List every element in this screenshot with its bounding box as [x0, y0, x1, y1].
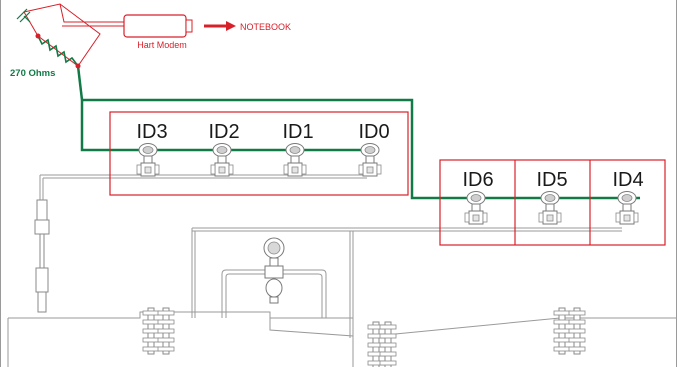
- center-transmitter: [263, 237, 285, 304]
- device-id-label: ID1: [282, 121, 313, 143]
- pressure-transmitter-icon: [283, 143, 307, 177]
- hart-modem-label: Hart Modem: [137, 40, 187, 50]
- arrow-right-icon: [204, 21, 236, 31]
- device-id-label: ID2: [208, 121, 239, 143]
- pipe-flange: [157, 307, 175, 355]
- device-id-label: ID3: [136, 121, 167, 143]
- pipe-flange: [142, 307, 160, 355]
- device-id-label: ID6: [462, 169, 493, 191]
- device-id-label: ID5: [536, 169, 567, 191]
- device-group-right: [439, 159, 666, 246]
- pressure-transmitter-icon: [136, 143, 160, 177]
- pressure-transmitter-icon: [210, 143, 234, 177]
- hart-modem-icon: [123, 14, 193, 38]
- pressure-transmitter-icon: [538, 191, 562, 225]
- hart-loop-wiring: [76, 65, 640, 200]
- ground-symbol-icon: [16, 8, 31, 23]
- pressure-transmitter-icon: [358, 143, 382, 177]
- pipe-flange: [379, 321, 397, 367]
- resistor-value-label: 270 Ohms: [10, 68, 55, 79]
- pipe-flange: [553, 307, 571, 355]
- pipe-flange: [568, 307, 586, 355]
- device-id-label: ID0: [358, 121, 389, 143]
- resistor-icon: [37, 35, 79, 67]
- pressure-transmitter-icon: [464, 191, 488, 225]
- pressure-transmitter-icon: [615, 191, 639, 225]
- device-id-label: ID4: [612, 169, 643, 191]
- notebook-label: NOTEBOOK: [240, 22, 291, 32]
- loop-resistor-assembly: [16, 3, 124, 69]
- device-group-left: [109, 111, 409, 196]
- left-valve-assembly: [34, 199, 50, 313]
